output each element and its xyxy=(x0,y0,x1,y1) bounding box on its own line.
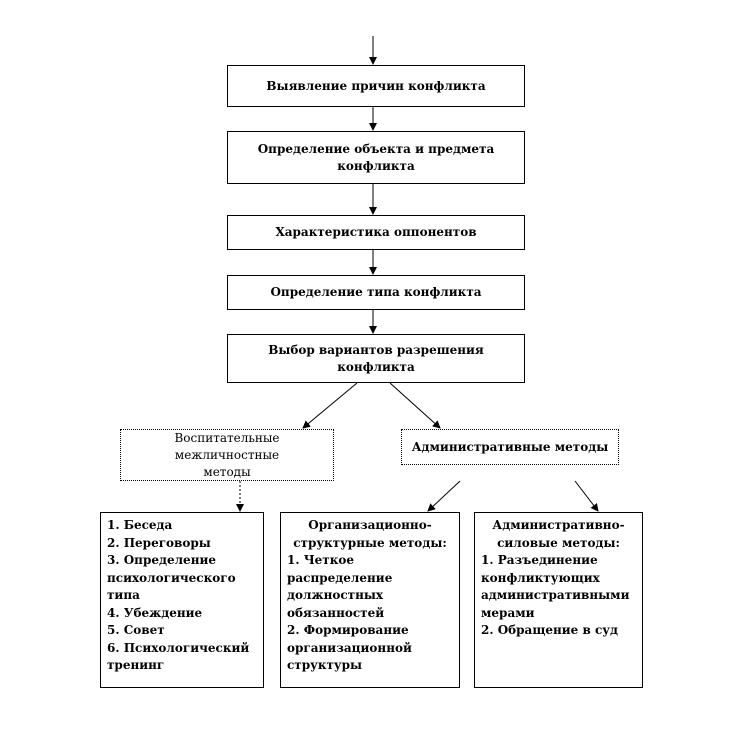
step-identify-causes: Выявление причин конфликта xyxy=(227,65,525,107)
step-define-object-subject: Определение объекта и предмета конфликта xyxy=(227,131,525,184)
step-define-conflict-type: Определение типа конфликта xyxy=(227,275,525,310)
list-item: 1. Четкое распределение должностных обяз… xyxy=(287,553,393,620)
step-opponents-characteristics: Характеристика оппонентов xyxy=(227,215,525,250)
arrow-step5-educational xyxy=(302,382,358,429)
arrow-administrative-force xyxy=(574,480,599,512)
list-item: 1. Разъединение конфликтующих администра… xyxy=(481,553,630,620)
list-heading: Организационно-структурные методы: xyxy=(293,518,447,550)
list-educational-methods: 1. Беседа 2. Переговоры 3. Определение п… xyxy=(100,512,264,688)
list-item: 2. Формирование организационной структур… xyxy=(287,623,412,672)
list-item: 2. Переговоры xyxy=(107,535,211,550)
list-organizational-methods: Организационно-структурные методы: 1. Че… xyxy=(280,512,460,688)
list-item: 5. Совет xyxy=(107,623,165,637)
list-force-methods: Административно-силовые методы: 1. Разъе… xyxy=(474,512,643,688)
step-choose-resolution-options: Выбор вариантов разрешения конфликта xyxy=(227,334,525,383)
list-item: 4. Убеждение xyxy=(107,605,203,620)
branch-administrative-methods: Административные методы xyxy=(401,429,619,465)
list-heading: Административно-силовые методы: xyxy=(492,518,625,550)
list-item: 1. Беседа xyxy=(107,518,173,532)
branch-educational-methods: Воспитательные межличностные методы xyxy=(120,429,334,481)
arrow-administrative-organizational xyxy=(427,480,461,512)
arrow-step5-administrative xyxy=(389,382,441,429)
list-item: 2. Обращение в суд xyxy=(481,623,618,637)
list-item: 3. Определение психологического типа xyxy=(107,553,236,602)
list-item: 6. Психологический тренинг xyxy=(107,640,250,673)
